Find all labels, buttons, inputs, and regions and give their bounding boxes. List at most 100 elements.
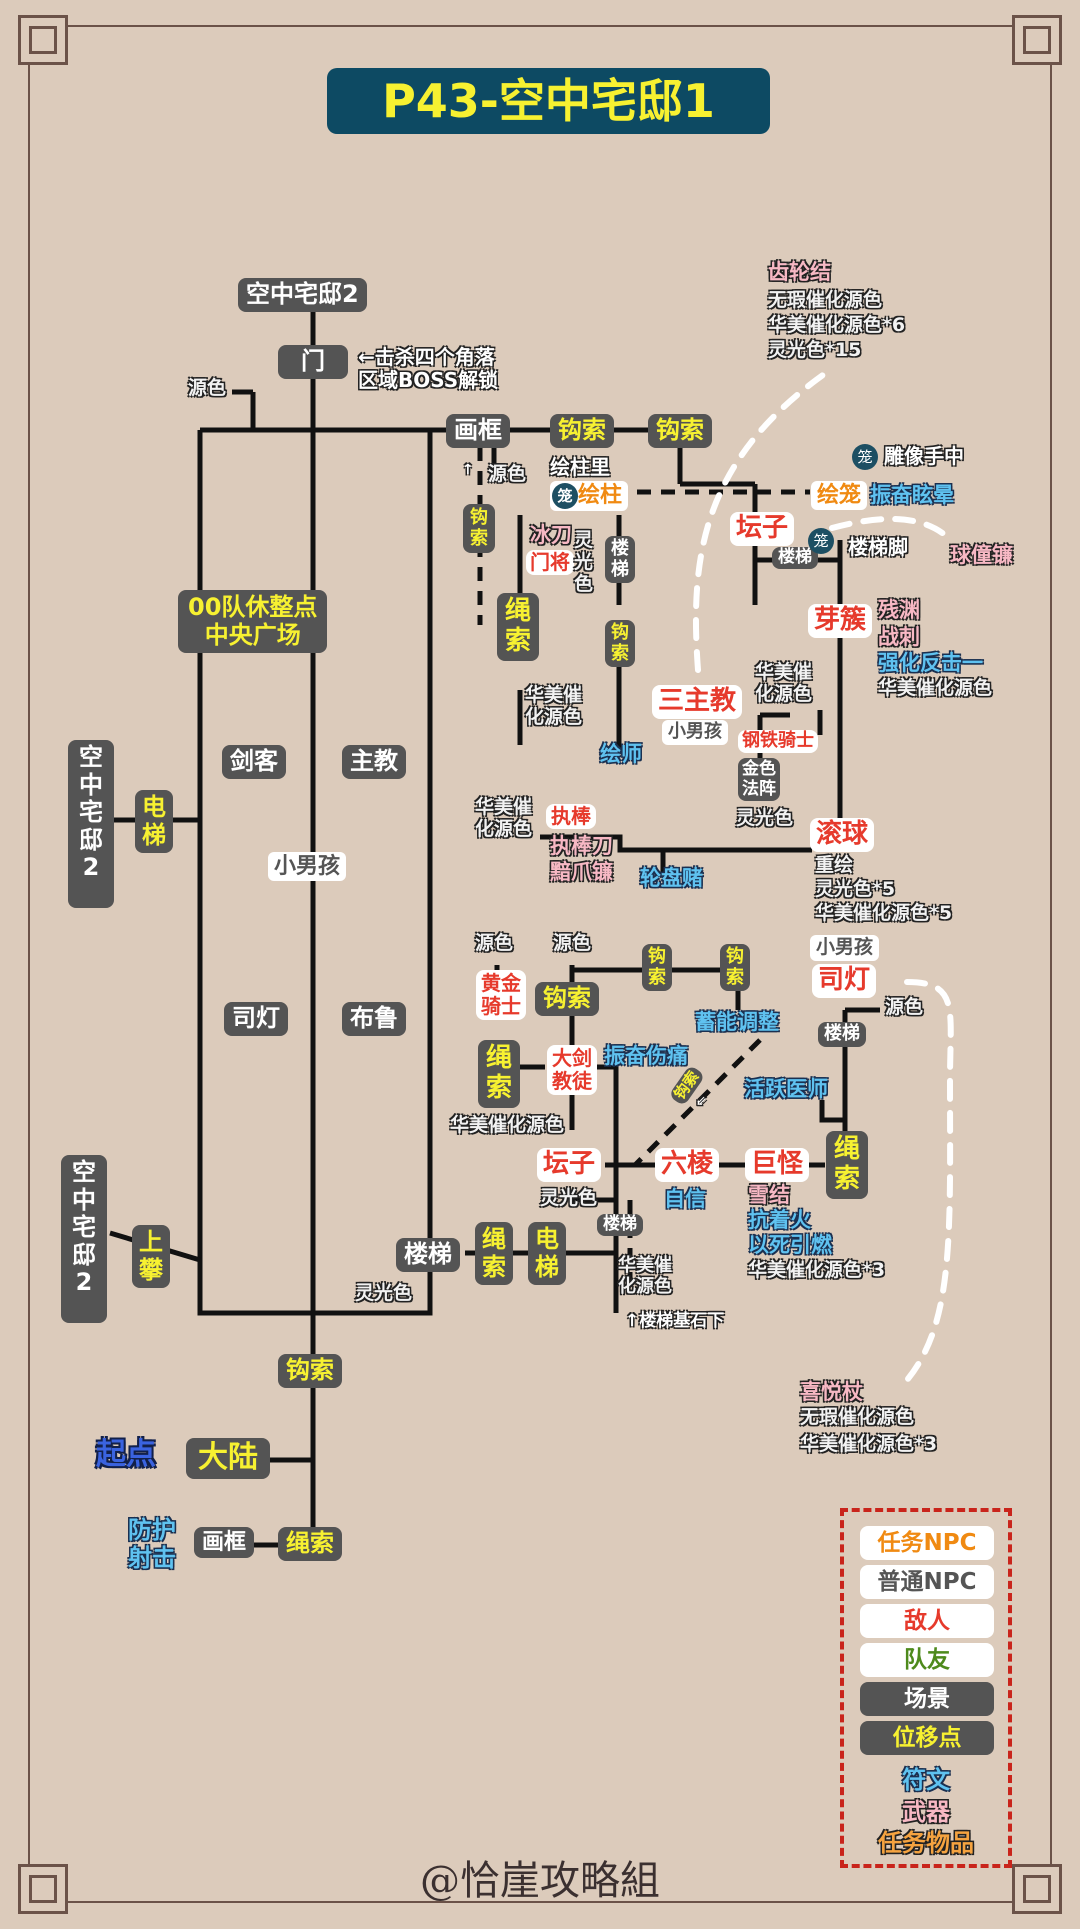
node-shengsuo[interactable]: 绳索 <box>278 1527 342 1561</box>
rune-qianghua-fanji: 强化反击一 <box>878 651 983 675</box>
node-shangpan[interactable]: 上攀 <box>132 1225 170 1289</box>
node-gousuo[interactable]: 钩索 <box>642 944 672 992</box>
up-arrow-icon: ↑ <box>462 462 474 478</box>
weapon-qiuchuang: 球僮镰 <box>950 543 1013 567</box>
node-gousuo[interactable]: 钩索 <box>535 982 599 1016</box>
enemy-huangjin-qishi[interactable]: 黄金 骑士 <box>476 970 526 1020</box>
item-yuanse: 源色 <box>885 996 924 1018</box>
enemy-dajian-jiaotu[interactable]: 大剑 教徒 <box>547 1045 597 1095</box>
node-gousuo[interactable]: 钩索 <box>278 1354 342 1388</box>
quest-npc-huilong[interactable]: 绘笼 <box>811 481 868 511</box>
enemy-sanzhujiao[interactable]: 三主教 <box>652 685 743 719</box>
node-shengsuo[interactable]: 绳索 <box>826 1131 868 1199</box>
node-louti[interactable]: 楼梯 <box>396 1238 460 1272</box>
enemy-juguai[interactable]: 巨怪 <box>745 1148 810 1182</box>
enemy-sideng[interactable]: 司灯 <box>812 964 877 998</box>
node-shengsuo[interactable]: 绳索 <box>475 1222 513 1286</box>
legend-scene: 场景 <box>860 1682 994 1716</box>
legend-weapon: 武器 <box>902 1798 950 1826</box>
corner-ornament-icon <box>18 1864 68 1914</box>
cage-icon: 笼 <box>808 528 834 554</box>
enemy-yacu[interactable]: 芽簇 <box>808 604 873 638</box>
louti-jishi-note: ↑楼梯基石下 <box>625 1311 725 1331</box>
rune-kangzhehuo: 抗着火 <box>748 1208 811 1232</box>
item-huamei: 华美催化源色*5 <box>815 902 953 924</box>
legend-move-point: 位移点 <box>860 1721 994 1755</box>
item-huamei: 华美催 化源色 <box>475 796 533 840</box>
node-bulu[interactable]: 布鲁 <box>342 1002 406 1036</box>
legend-enemy: 敌人 <box>860 1604 994 1638</box>
rune-zhenfen-shangtong: 振奋伤痛 <box>604 1044 688 1068</box>
item-huamei: 华美催化源色*3 <box>800 1433 938 1455</box>
legend-quest-item: 任务物品 <box>878 1829 974 1857</box>
node-gousuo[interactable]: 钩索 <box>605 620 635 668</box>
node-sideng[interactable]: 司灯 <box>224 1002 288 1036</box>
node-gousuo[interactable]: 钩索 <box>550 414 614 448</box>
weapon-canyuan: 残渊 <box>878 598 920 622</box>
node-huakuang[interactable]: 画框 <box>194 1527 255 1559</box>
node-louti[interactable]: 楼梯 <box>605 536 635 584</box>
rune-zixin: 自信 <box>664 1187 706 1211</box>
enemy-tanzi[interactable]: 坛子 <box>730 512 795 546</box>
node-dianti[interactable]: 电梯 <box>135 790 173 854</box>
node-louti[interactable]: 楼梯 <box>818 1022 866 1047</box>
enemy-gunqiu[interactable]: 滚球 <box>810 818 875 852</box>
weapon-bingdao: 冰刀 <box>530 523 572 547</box>
item-lingguangse: 灵光色*5 <box>815 878 896 900</box>
node-shengsuo[interactable]: 绳索 <box>478 1040 520 1108</box>
teammate-huashi[interactable]: 绘师 <box>600 742 642 766</box>
teammate-lunpandu[interactable]: 轮盘赌 <box>640 866 703 890</box>
enemy-liuleng[interactable]: 六棱 <box>655 1148 720 1182</box>
enemy-menjiang[interactable]: 门将 <box>526 550 574 575</box>
rune-zhenfen-xuanyun: 振奋眩晕 <box>870 483 954 507</box>
node-plaza[interactable]: 00队休整点 中央广场 <box>178 590 328 654</box>
node-huakuang[interactable]: 画框 <box>446 414 510 448</box>
node-mansion2-left[interactable]: 空中宅邸2 <box>68 740 114 908</box>
cage-icon: 笼 <box>852 444 878 470</box>
item-lingguangse: 灵光色 <box>540 1187 598 1209</box>
item-yuanse: 源色 <box>553 932 592 954</box>
enemy-tanzi[interactable]: 坛子 <box>537 1148 602 1182</box>
node-dianti[interactable]: 电梯 <box>528 1222 566 1286</box>
weapon-xiyuezhang: 喜悦杖 <box>800 1380 863 1404</box>
node-jianke[interactable]: 剑客 <box>222 745 286 779</box>
node-gousuo[interactable]: 钩索 <box>463 504 495 554</box>
item-yuanse: 源色 <box>475 932 514 954</box>
node-louti[interactable]: 楼梯 <box>772 547 818 569</box>
weapon-chilunjie: 齿轮结 <box>768 260 831 284</box>
decorative-frame <box>28 25 1052 1903</box>
item-lingguangse: 灵光色 <box>736 807 794 829</box>
huizhu-label: 绘柱 <box>578 483 623 508</box>
node-zhujiao[interactable]: 主教 <box>342 745 406 779</box>
node-louti[interactable]: 楼梯 <box>597 1214 643 1236</box>
node-door[interactable]: 门 <box>278 345 348 379</box>
node-shengsuo[interactable]: 绳索 <box>497 593 539 661</box>
legend-normal-npc: 普通NPC <box>860 1565 994 1599</box>
diaoxiang-note: 雕像手中 <box>884 444 964 468</box>
weapon-zhanci: 战刺 <box>878 625 920 649</box>
rune-fanghu-sheji: 防护 射击 <box>128 1516 176 1572</box>
node-mansion2-left[interactable]: 空中宅邸2 <box>61 1155 107 1323</box>
node-gousuo[interactable]: 钩索 <box>648 414 712 448</box>
node-top-mansion2[interactable]: 空中宅邸2 <box>238 278 367 312</box>
item-yuanse: 源色 <box>488 463 527 485</box>
item-huamei: 华美催化源色*3 <box>748 1259 886 1281</box>
footer-credit: @恰崖攻略組 <box>420 1858 660 1904</box>
weapon-xuejie: 雪结 <box>748 1183 790 1207</box>
node-dalu[interactable]: 大陆 <box>186 1438 270 1479</box>
npc-xiaonanhai[interactable]: 小男孩 <box>268 852 347 882</box>
huizhu-note: 绘柱里 <box>550 455 610 479</box>
quest-npc-huizhu[interactable]: 笼绘柱 <box>550 481 629 511</box>
item-lingguangse: 灵光色 <box>355 1282 413 1304</box>
item-chonghui: 重绘 <box>815 854 854 876</box>
npc-xiaonanhai[interactable]: 小男孩 <box>662 720 728 745</box>
rune-yisi-yinran: 以死引燃 <box>748 1233 832 1257</box>
node-gousuo[interactable]: 钩索 <box>720 944 750 992</box>
door-unlock-note: ←击杀四个角落 区域BOSS解锁 <box>358 345 499 392</box>
npc-xiaonanhai[interactable]: 小男孩 <box>810 935 880 961</box>
enemy-gangtie[interactable]: 钢铁骑士 <box>738 730 818 753</box>
node-jinse-fazhen[interactable]: 金色 法阵 <box>738 758 780 802</box>
teammate-huoyue-yishi[interactable]: 活跃医师 <box>744 1077 828 1101</box>
enemy-zhibang[interactable]: 执棒 <box>546 804 596 829</box>
down-left-arrow-icon: ⇙ <box>696 1094 707 1109</box>
